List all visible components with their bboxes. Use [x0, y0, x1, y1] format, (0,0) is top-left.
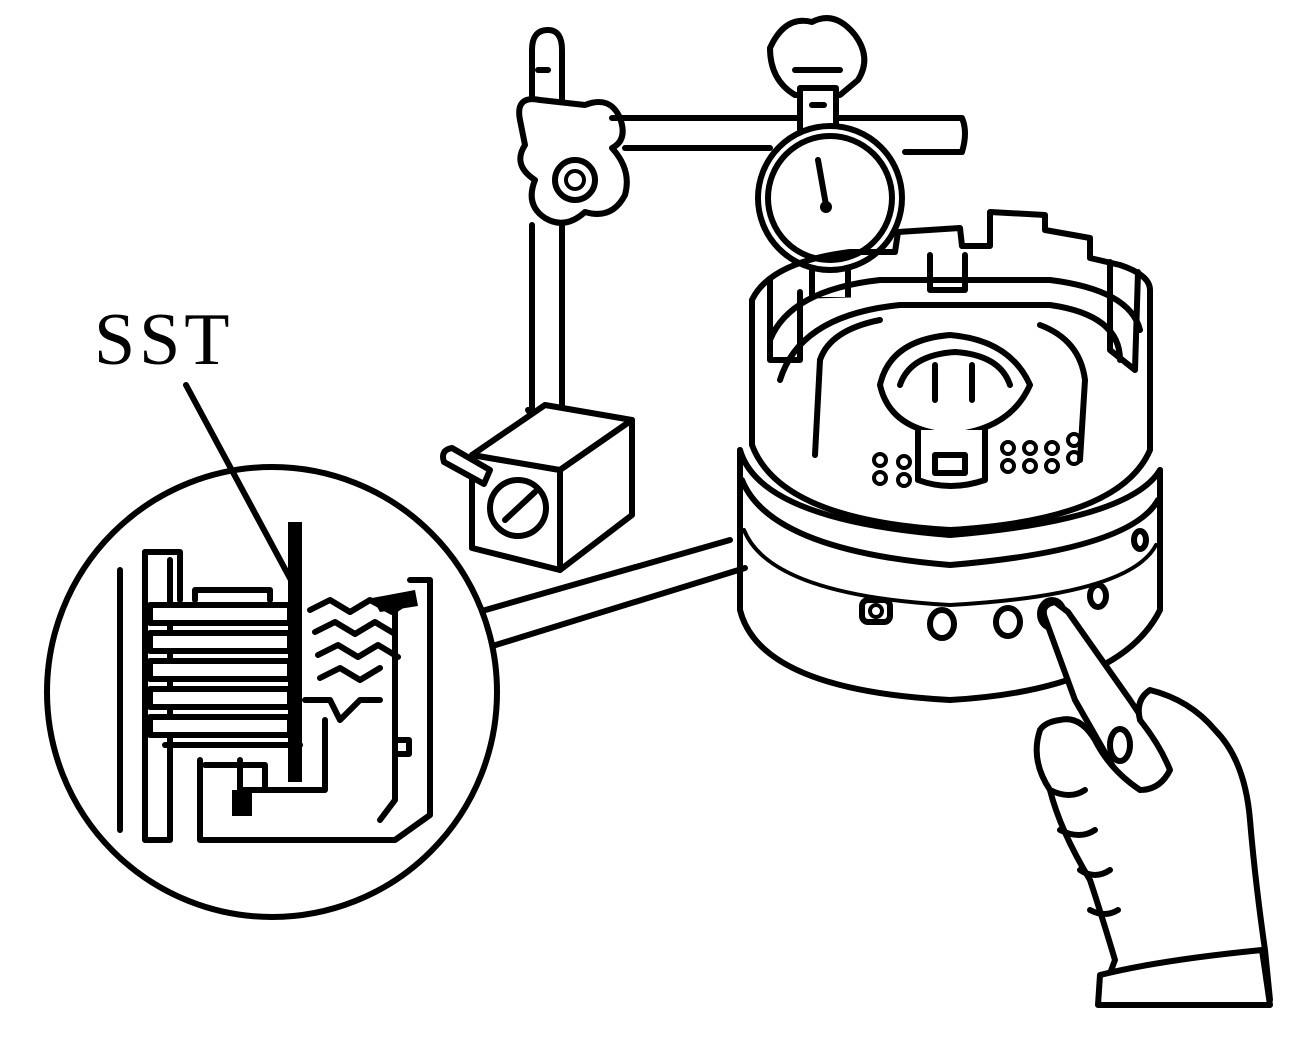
- magnetic-base-icon: [440, 402, 635, 573]
- magnified-section-icon: [44, 464, 500, 920]
- dial-indicator-icon: [755, 15, 905, 441]
- stand-post-icon: [525, 27, 575, 438]
- hand-icon: [1033, 599, 1273, 1008]
- inset-leader-lines: [465, 537, 748, 651]
- sst-callout: SST: [94, 299, 295, 585]
- clamp-knob-icon: [516, 96, 630, 226]
- sst-label: SST: [94, 299, 234, 381]
- clutch-drum-icon: [737, 209, 1163, 703]
- stand-arm-icon: [609, 115, 968, 155]
- clutch-plates: [147, 587, 303, 748]
- drum-perforations: [872, 432, 1082, 488]
